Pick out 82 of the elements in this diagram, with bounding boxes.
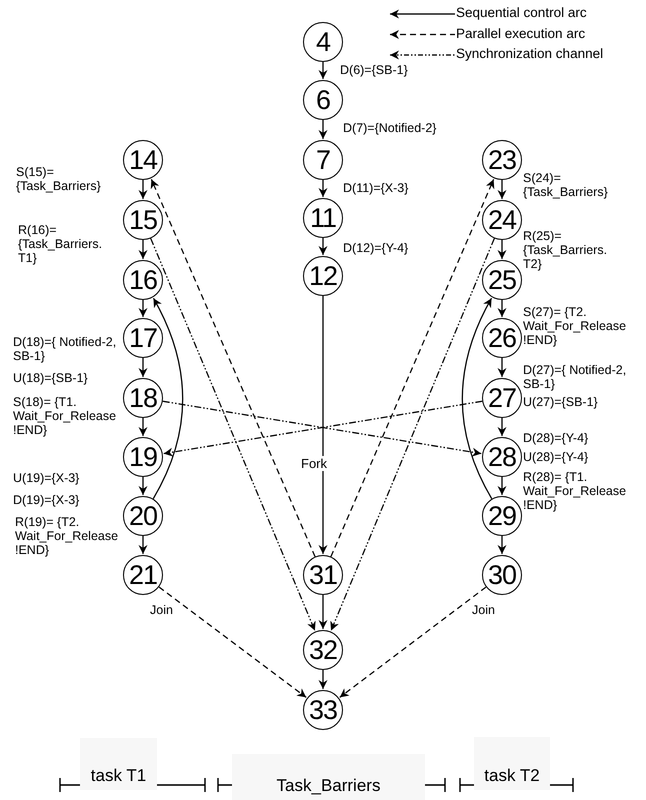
synchronization-arrow	[150, 238, 316, 631]
state-circle: 6	[303, 80, 343, 120]
state-circle: 4	[303, 22, 343, 62]
task-label: task T2	[474, 737, 550, 790]
annotation-text: U(19)={X-3}	[13, 472, 80, 486]
task-label: Task_Barriers	[232, 754, 425, 800]
annotation-text: R(19)= {T2. Wait_For_Release !END}	[15, 516, 120, 558]
dashed-arrow	[150, 179, 316, 557]
arrow	[138, 418, 148, 436]
annotation-text: R(28)= {T1. Wait_For_Release !END}	[523, 471, 628, 512]
state-circle: 25	[482, 260, 522, 300]
state-circle: 27	[482, 378, 522, 418]
annotation-text: D(6)={SB-1}	[340, 64, 408, 78]
arrow	[498, 536, 506, 554]
annotation-text: Join	[472, 604, 495, 618]
annotation-text: S(18)= {T1. Wait_For_Release !END}	[13, 396, 117, 438]
arrow	[498, 300, 506, 317]
annotation-text: S(15)= {Task_Barriers}	[16, 166, 102, 194]
arrow	[318, 595, 328, 629]
annotation-text: D(28)={Y-4}	[523, 432, 588, 446]
annotation-text: S(27)= {T2. Wait_For_Release !END}	[523, 306, 627, 348]
annotation-text: D(18)={ Notified-2, SB-1}	[13, 336, 117, 364]
annotation-text: R(16)= {Task_Barriers. T1}	[18, 224, 104, 266]
arrow	[462, 298, 492, 500]
state-circle: 7	[303, 140, 343, 180]
annotation-text: D(12)={Y-4}	[343, 242, 408, 256]
edge-label: Fork	[300, 456, 328, 471]
annotation-text: D(19)={X-3}	[13, 494, 80, 508]
annotation-text: R(25)= {Task_Barriers. T2}	[523, 230, 608, 272]
state-circle: 18	[123, 378, 163, 418]
state-circle: 21	[123, 555, 163, 595]
arrow	[138, 180, 148, 199]
arrow	[138, 536, 148, 554]
annotation-text: U(27)={SB-1}	[523, 396, 598, 410]
annotation-text: U(18)={SB-1}	[13, 372, 88, 386]
legend-text: Sequential control arc	[456, 5, 587, 20]
dashed-arrow	[339, 586, 486, 698]
annotation-text: D(11)={X-3}	[343, 182, 408, 196]
state-circle: 33	[303, 690, 343, 730]
state-circle: 14	[123, 140, 163, 180]
arrow	[138, 477, 148, 495]
arrow	[498, 358, 506, 377]
state-circle: 15	[123, 200, 163, 240]
arrow	[318, 62, 328, 79]
dashed-arrow	[158, 586, 307, 698]
arrow	[498, 180, 506, 199]
arrow	[318, 180, 328, 197]
arrow	[498, 240, 506, 259]
arrow	[498, 418, 506, 436]
task-label: task T1	[80, 738, 157, 790]
arrow	[138, 240, 148, 259]
annotation-text: U(28)={Y-4}	[523, 451, 588, 465]
annotation-text: D(7)={Notified-2}	[343, 122, 436, 136]
arrow	[498, 477, 506, 495]
state-circle: 11	[303, 198, 343, 238]
state-circle: 29	[482, 496, 522, 536]
arrow	[138, 358, 148, 377]
dashed-arrow	[330, 179, 494, 557]
arrow	[318, 296, 328, 554]
state-circle: 16	[123, 260, 163, 300]
state-circle: 32	[303, 630, 343, 670]
state-circle: 12	[303, 256, 343, 296]
state-circle: 20	[123, 496, 163, 536]
state-circle: 19	[123, 437, 163, 477]
legend-text: Synchronization channel	[456, 46, 604, 61]
state-circle: 30	[482, 555, 522, 595]
arrow	[138, 300, 148, 317]
state-circle: 17	[123, 318, 163, 358]
arrow	[318, 238, 328, 255]
state-circle: 26	[482, 318, 522, 358]
annotation-text: S(24)= {Task_Barriers}	[523, 172, 609, 200]
state-circle: 28	[482, 437, 522, 477]
arrow	[318, 120, 328, 139]
state-circle: 23	[482, 140, 522, 180]
state-circle: 24	[482, 200, 522, 240]
synchronization-arrow	[330, 238, 495, 631]
legend-text: Parallel execution arc	[456, 26, 586, 40]
arrow	[318, 670, 328, 689]
annotation-text: D(27)={ Notified-2, SB-1}	[523, 364, 627, 392]
state-circle: 31	[303, 555, 343, 595]
arrow	[152, 298, 184, 500]
annotation-text: Join	[150, 604, 173, 618]
